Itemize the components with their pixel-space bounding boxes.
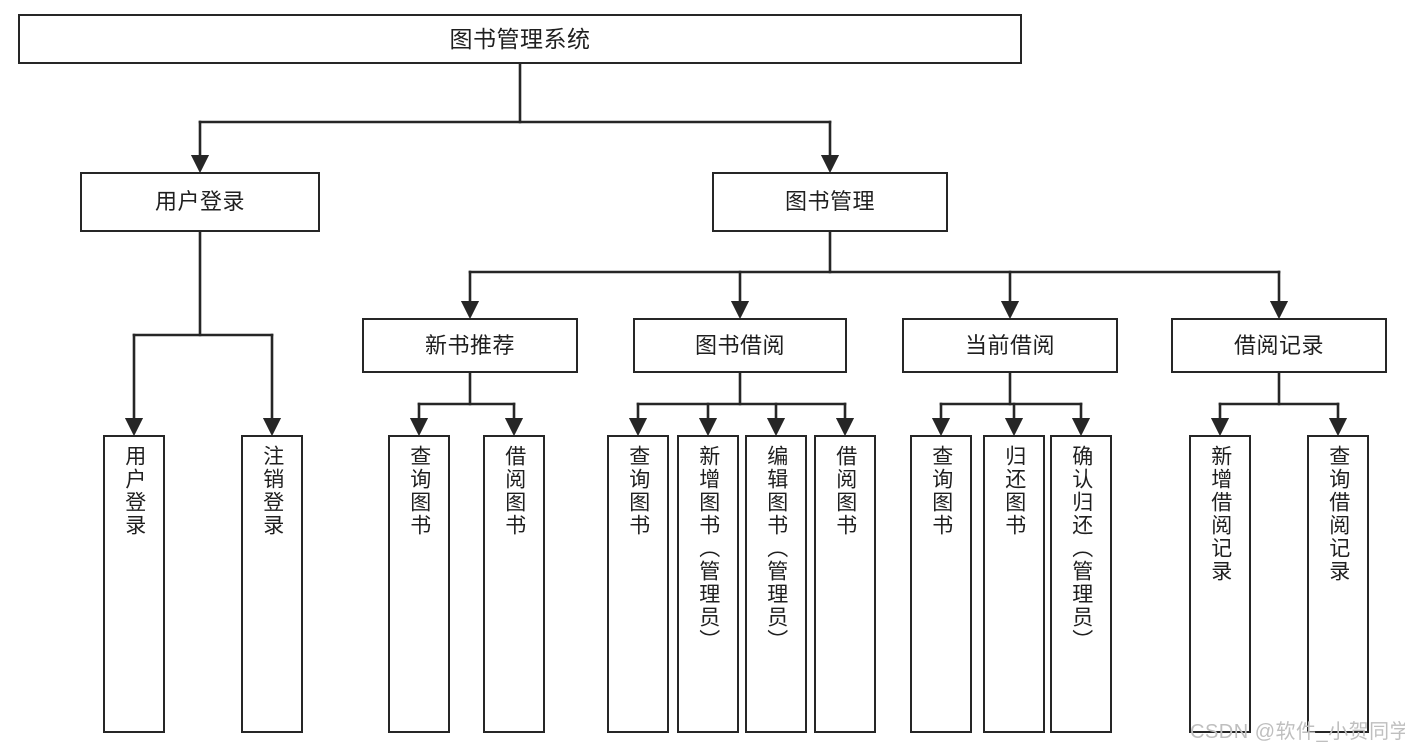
leaf-node[interactable]: 归还图书 [983,435,1045,733]
leaf-node-label: 注销登录 [260,445,284,537]
leaf-node-label: 用户登录 [122,445,146,537]
node-book-borrow[interactable]: 图书借阅 [633,318,847,373]
node-current-borrow-label: 当前借阅 [964,332,1055,358]
leaf-node[interactable]: 编辑图书（管理员） [745,435,807,733]
node-book-management[interactable]: 图书管理 [712,172,948,232]
leaf-node-label: 查询图书 [407,445,431,537]
node-user-login[interactable]: 用户登录 [80,172,320,232]
node-new-book-recommend-label: 新书推荐 [424,332,515,358]
node-book-management-label: 图书管理 [784,189,875,215]
leaf-node[interactable]: 查询图书 [388,435,450,733]
leaf-node-label: 查询图书 [929,445,953,537]
leaf-node[interactable]: 借阅图书 [814,435,876,733]
node-root-label: 图书管理系统 [449,25,591,52]
leaf-node[interactable]: 新增借阅记录 [1189,435,1251,733]
leaf-node-label: 查询借阅记录 [1326,445,1350,583]
leaf-node[interactable]: 查询借阅记录 [1307,435,1369,733]
node-user-login-label: 用户登录 [154,189,245,215]
leaf-node[interactable]: 用户登录 [103,435,165,733]
leaf-node-label: 借阅图书 [833,445,857,537]
leaf-node-label: 编辑图书（管理员） [764,445,788,652]
node-borrow-record[interactable]: 借阅记录 [1171,318,1387,373]
leaf-node[interactable]: 确认归还（管理员） [1050,435,1112,733]
leaf-node-label: 确认归还（管理员） [1069,445,1093,652]
node-current-borrow[interactable]: 当前借阅 [902,318,1118,373]
node-new-book-recommend[interactable]: 新书推荐 [362,318,578,373]
leaf-node[interactable]: 查询图书 [910,435,972,733]
csdn-watermark: CSDN @软件_小贺同学 [1190,721,1405,743]
leaf-node-label: 归还图书 [1002,445,1026,537]
leaf-node[interactable]: 借阅图书 [483,435,545,733]
leaf-node-label: 新增借阅记录 [1208,445,1232,583]
node-borrow-record-label: 借阅记录 [1233,332,1324,358]
leaf-node[interactable]: 查询图书 [607,435,669,733]
node-book-borrow-label: 图书借阅 [694,332,785,358]
leaf-node[interactable]: 注销登录 [241,435,303,733]
node-root[interactable]: 图书管理系统 [18,14,1022,64]
leaf-node[interactable]: 新增图书（管理员） [677,435,739,733]
leaf-node-label: 借阅图书 [502,445,526,537]
leaf-node-label: 查询图书 [626,445,650,537]
leaf-node-label: 新增图书（管理员） [696,445,720,652]
